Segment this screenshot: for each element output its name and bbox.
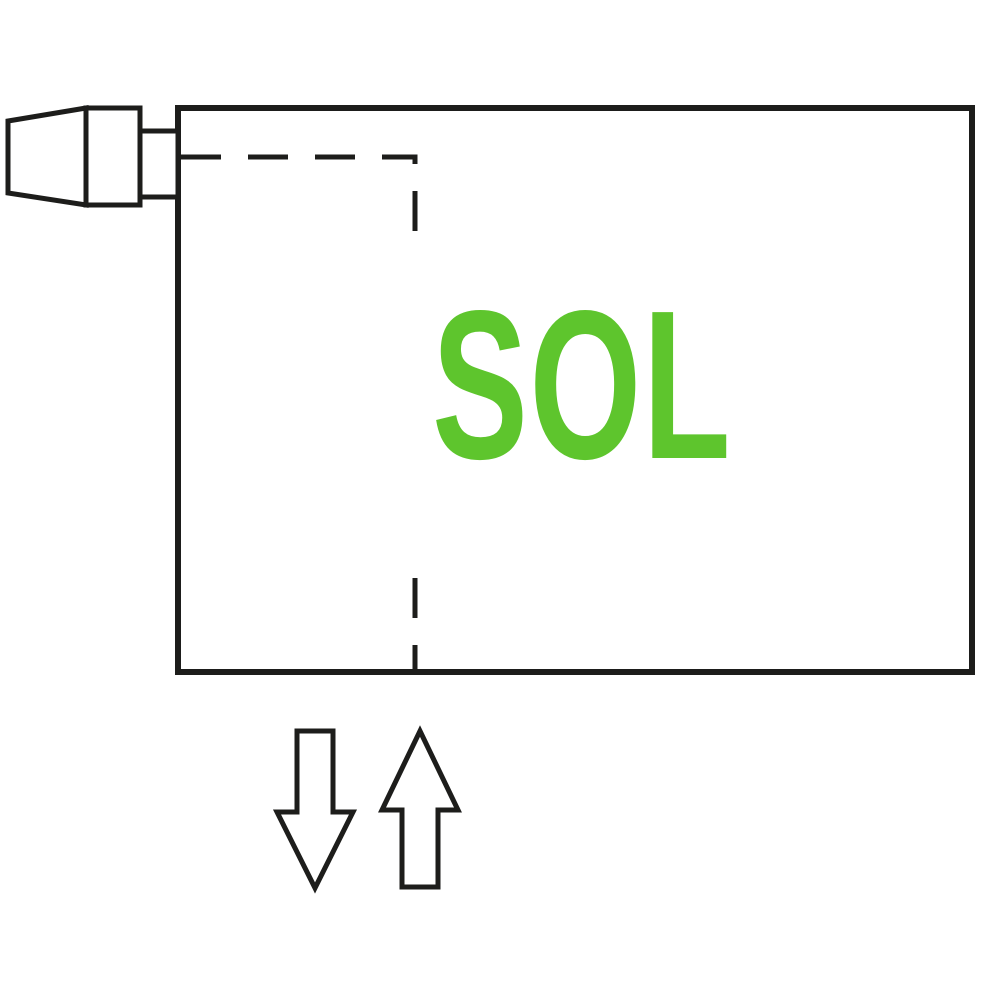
valve-head-cone — [5, 105, 89, 208]
valve-connection-stub — [137, 128, 181, 200]
valve-body — [83, 105, 143, 208]
flow-up-arrow-icon — [378, 725, 462, 890]
thermostatic-valve-icon — [5, 105, 181, 208]
product-label: SOL — [432, 266, 732, 503]
flow-down-arrow-icon — [272, 728, 358, 894]
radiator-body — [175, 105, 975, 675]
flow-path-dashed-line-top — [181, 154, 418, 255]
